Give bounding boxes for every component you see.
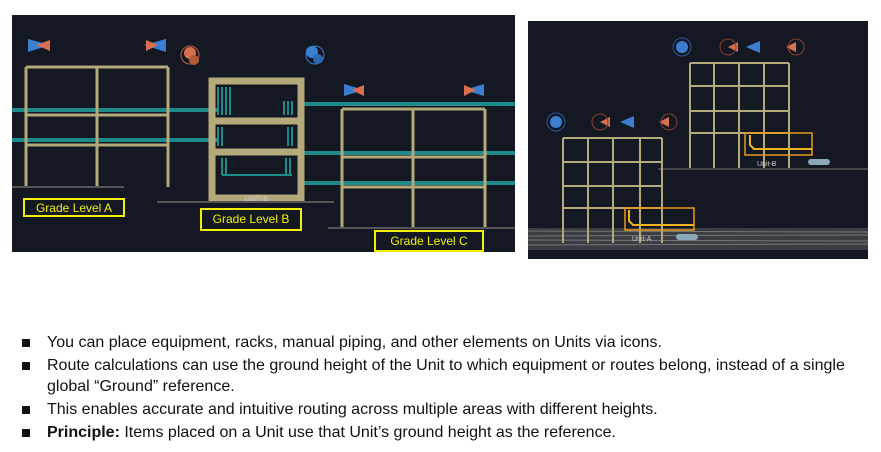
flag-icons: [28, 39, 484, 96]
rack-a: [24, 65, 170, 187]
pipes: [12, 102, 515, 185]
bullet-bold: Principle:: [47, 424, 120, 441]
bullet-list: You can place equipment, racks, manual p…: [22, 332, 872, 445]
bullet-text: Items placed on a Unit use that Unit’s g…: [119, 424, 616, 441]
3d-drawing: Unit-B Unit-A: [528, 37, 868, 250]
rack-c: [340, 107, 487, 228]
floor-texture: [528, 228, 868, 250]
bullet-text: You can place equipment, racks, manual p…: [47, 334, 662, 351]
grade-levels-elevation-view: UNIT-B Grade Level A Grade Level B Grade…: [12, 15, 515, 252]
nozzle-icons: [180, 45, 325, 65]
unit-b-label: UNIT-B: [245, 196, 268, 203]
units-3d-view: Unit-B Unit-A: [528, 21, 868, 259]
bullet-item: This enables accurate and intuitive rout…: [22, 399, 872, 420]
unit-b-label: Unit-B: [757, 161, 777, 168]
grade-level-c-label: Grade Level C: [374, 230, 484, 252]
bullet-item: Principle: Items placed on a Unit use th…: [22, 422, 872, 443]
unit-a-label: Unit-A: [632, 236, 652, 243]
bullet-text: This enables accurate and intuitive rout…: [47, 401, 658, 418]
grade-level-b-label: Grade Level B: [200, 208, 302, 231]
rack-unit-b: [689, 62, 790, 168]
rack-unit-a: [562, 137, 663, 243]
grade-level-a-label: Grade Level A: [23, 198, 125, 217]
bullet-item: Route calculations can use the ground he…: [22, 355, 872, 397]
nozzle-icons: [546, 37, 805, 132]
bullet-item: You can place equipment, racks, manual p…: [22, 332, 872, 353]
elevation-drawing: UNIT-B: [12, 39, 515, 229]
equipment-icons: [676, 159, 830, 240]
bullet-text: Route calculations can use the ground he…: [47, 357, 845, 395]
unit-b-rack: [208, 77, 305, 202]
